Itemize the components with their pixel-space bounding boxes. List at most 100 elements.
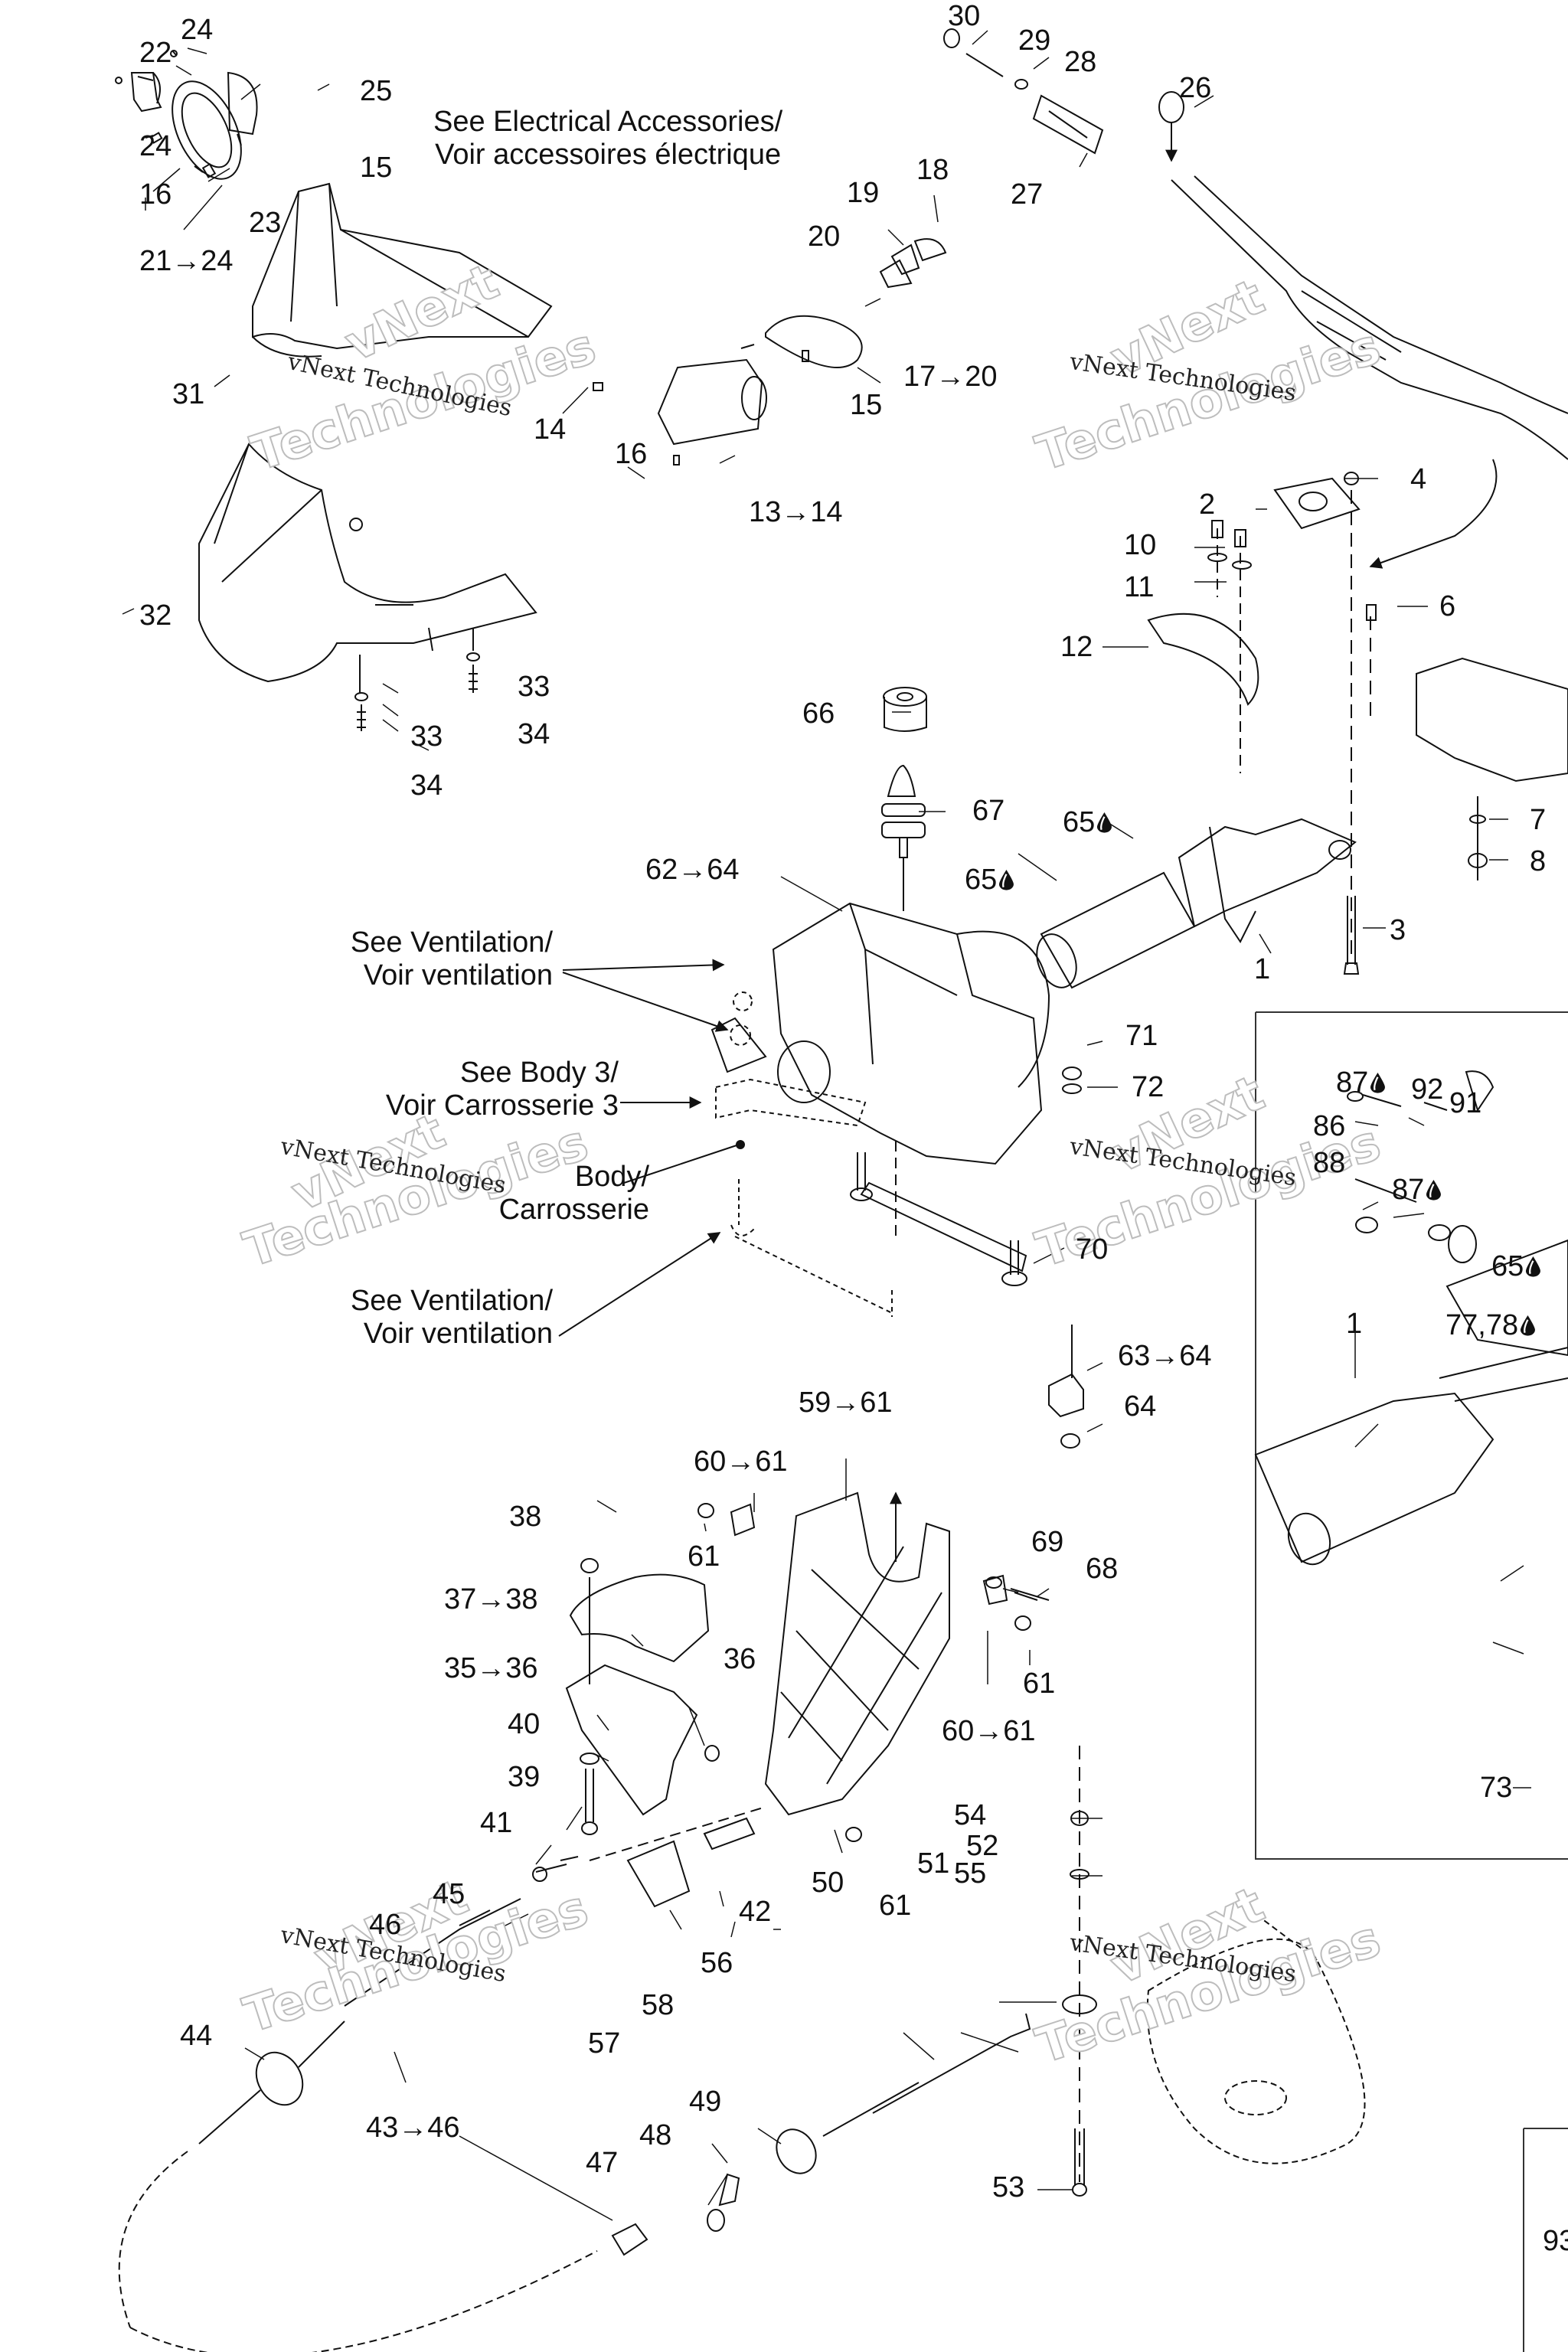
callout-47[interactable]: 47 <box>586 2147 619 2179</box>
callout-16[interactable]: 16 <box>139 178 172 211</box>
callout-52[interactable]: 52 <box>966 1830 999 1862</box>
callout-22[interactable]: 22 <box>139 37 172 69</box>
callout-13-14[interactable]: 13→14 <box>749 496 843 528</box>
callout-87-lubricant[interactable]: 87 <box>1392 1175 1442 1204</box>
callout-17-20[interactable]: 17→20 <box>903 361 998 393</box>
callout-92[interactable]: 92 <box>1411 1073 1444 1106</box>
callout-61[interactable]: 61 <box>879 1890 912 1922</box>
callout-16[interactable]: 16 <box>615 438 648 470</box>
drop-icon <box>1370 1073 1386 1093</box>
callout-54[interactable]: 54 <box>954 1799 987 1831</box>
callout-15[interactable]: 15 <box>850 389 883 421</box>
callout-37-38[interactable]: 37→38 <box>444 1583 538 1615</box>
callout-20[interactable]: 20 <box>808 220 841 253</box>
callout-58[interactable]: 58 <box>642 1989 675 2021</box>
callout-24[interactable]: 24 <box>139 130 172 162</box>
callout-8[interactable]: 8 <box>1530 845 1547 877</box>
callout-61[interactable]: 61 <box>688 1540 720 1573</box>
callout-12[interactable]: 12 <box>1060 631 1093 663</box>
callout-68[interactable]: 68 <box>1086 1553 1119 1585</box>
callout-61[interactable]: 61 <box>1023 1668 1056 1700</box>
callout-14[interactable]: 14 <box>534 413 567 446</box>
note-line: See Body 3/ <box>459 1057 619 1089</box>
callout-1[interactable]: 1 <box>1254 953 1271 985</box>
callout-53[interactable]: 53 <box>992 2171 1025 2203</box>
callout-45[interactable]: 45 <box>433 1878 466 1910</box>
callout-6[interactable]: 6 <box>1439 590 1456 622</box>
callout-55[interactable]: 55 <box>954 1857 987 1890</box>
callout-31[interactable]: 31 <box>172 378 205 410</box>
callout-71[interactable]: 71 <box>1125 1020 1158 1052</box>
callout-15[interactable]: 15 <box>360 152 393 184</box>
callout-65-lubricant[interactable]: 65 <box>1063 808 1112 837</box>
callout-7[interactable]: 7 <box>1530 804 1547 836</box>
callout-50[interactable]: 50 <box>812 1867 844 1899</box>
callout-29[interactable]: 29 <box>1018 24 1051 57</box>
callout-1[interactable]: 1 <box>1346 1308 1363 1340</box>
callout-40[interactable]: 40 <box>508 1708 541 1740</box>
callout-65-lubricant[interactable]: 65 <box>965 865 1014 894</box>
callout-60-61[interactable]: 60→61 <box>942 1715 1036 1747</box>
callout-21-24[interactable]: 21→24 <box>139 245 234 277</box>
note-line: Voir ventilation <box>363 959 553 991</box>
callout-3[interactable]: 3 <box>1390 914 1406 946</box>
callout-51[interactable]: 51 <box>917 1847 950 1880</box>
gauge-housing-drawing <box>593 238 947 466</box>
callout-65-value: 65 <box>1063 806 1096 838</box>
callout-65-lubricant[interactable]: 65 <box>1491 1252 1541 1281</box>
callout-88[interactable]: 88 <box>1313 1147 1346 1179</box>
callout-34[interactable]: 34 <box>518 718 550 750</box>
callout-86[interactable]: 86 <box>1313 1110 1346 1142</box>
callout-69[interactable]: 69 <box>1031 1526 1064 1558</box>
callout-48[interactable]: 48 <box>639 2119 672 2151</box>
callout-30[interactable]: 30 <box>948 0 981 32</box>
callout-41[interactable]: 41 <box>480 1807 513 1839</box>
callout-93[interactable]: 93 <box>1543 2225 1568 2257</box>
callout-63-64[interactable]: 63→64 <box>1118 1340 1212 1372</box>
bumper-and-stud-drawing <box>881 687 927 911</box>
callout-59-61[interactable]: 59→61 <box>799 1387 893 1419</box>
callout-32[interactable]: 32 <box>139 599 172 632</box>
callout-36[interactable]: 36 <box>724 1643 756 1675</box>
callout-10[interactable]: 10 <box>1124 529 1157 561</box>
callout-26[interactable]: 26 <box>1179 72 1212 104</box>
callout-87-value: 87 <box>1336 1067 1369 1099</box>
callout-72[interactable]: 72 <box>1132 1071 1165 1103</box>
callout-77-78-lubricant[interactable]: 77,78 <box>1446 1311 1536 1340</box>
callout-87-lubricant[interactable]: 87 <box>1336 1068 1386 1097</box>
callout-62-64[interactable]: 62→64 <box>645 854 740 886</box>
callout-38[interactable]: 38 <box>509 1501 542 1533</box>
callout-18[interactable]: 18 <box>916 154 949 186</box>
callout-49[interactable]: 49 <box>689 2086 722 2118</box>
callout-64[interactable]: 64 <box>1124 1390 1157 1423</box>
callout-28[interactable]: 28 <box>1064 46 1097 78</box>
callout-46[interactable]: 46 <box>369 1909 402 1941</box>
callout-27[interactable]: 27 <box>1011 178 1044 211</box>
callout-24[interactable]: 24 <box>181 14 214 46</box>
callout-39[interactable]: 39 <box>508 1761 541 1793</box>
callout-4[interactable]: 4 <box>1410 463 1427 495</box>
callout-67[interactable]: 67 <box>972 795 1005 827</box>
callout-57[interactable]: 57 <box>588 2027 621 2060</box>
note-line: Voir ventilation <box>363 1318 553 1350</box>
callout-23[interactable]: 23 <box>249 207 282 239</box>
callout-66[interactable]: 66 <box>802 697 835 730</box>
callout-19[interactable]: 19 <box>847 177 880 209</box>
callout-43-46[interactable]: 43→46 <box>366 2112 460 2144</box>
callout-91[interactable]: 91 <box>1449 1087 1482 1119</box>
callout-70[interactable]: 70 <box>1076 1233 1109 1266</box>
callout-2[interactable]: 2 <box>1199 488 1216 521</box>
callout-34[interactable]: 34 <box>410 769 443 802</box>
callout-35-36[interactable]: 35→36 <box>444 1652 538 1684</box>
callout-65-value: 65 <box>965 864 998 896</box>
callout-60-61[interactable]: 60→61 <box>694 1446 788 1478</box>
callout-44[interactable]: 44 <box>180 2020 213 2052</box>
callout-73[interactable]: 73 <box>1480 1772 1513 1804</box>
callout-25[interactable]: 25 <box>360 75 393 107</box>
callout-56[interactable]: 56 <box>701 1947 733 1979</box>
upper-fairing-drawing <box>252 182 553 358</box>
callout-11[interactable]: 11 <box>1124 571 1155 603</box>
callout-33[interactable]: 33 <box>518 671 550 703</box>
callout-42[interactable]: 42 <box>739 1896 772 1928</box>
callout-33[interactable]: 33 <box>410 720 443 753</box>
